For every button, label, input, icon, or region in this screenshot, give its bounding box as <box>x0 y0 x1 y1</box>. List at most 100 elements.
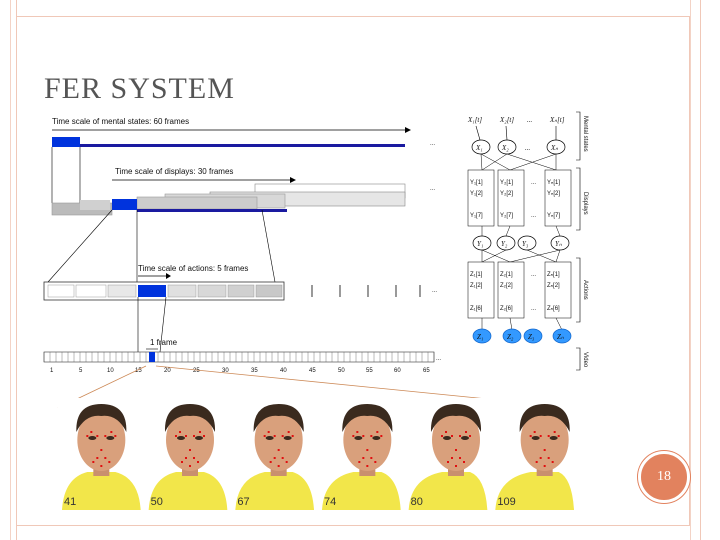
tick-label: 50 <box>338 368 345 374</box>
tracking-point <box>547 435 550 437</box>
tracking-point <box>114 435 117 437</box>
edge <box>555 249 561 263</box>
z-node-label: Z₁ <box>477 333 483 341</box>
mental-arrowhead <box>405 127 411 133</box>
tracking-point <box>92 461 95 463</box>
shirt <box>322 472 401 510</box>
tracking-point <box>366 449 369 451</box>
left-eye <box>531 436 540 440</box>
action-cell: Z₂[6] <box>500 306 513 312</box>
action-highlight <box>138 285 166 297</box>
edge <box>481 249 511 263</box>
display-col <box>497 169 525 227</box>
face-frame: 50 <box>148 404 228 510</box>
tracking-point <box>366 465 369 467</box>
connector <box>47 209 113 283</box>
slide-title: FER SYSTEM <box>44 72 235 105</box>
action-cell <box>227 284 255 298</box>
side-label-actions: Actions <box>582 280 588 300</box>
tracking-point <box>100 449 103 451</box>
tracking-point <box>362 435 365 437</box>
tracking-point <box>193 457 195 459</box>
display-arrowhead <box>290 177 296 183</box>
tick-label: 45 <box>309 368 316 374</box>
bracket <box>576 167 581 231</box>
action-cell: Z₁[2] <box>470 283 483 289</box>
face-frame-label: 50 <box>151 496 163 508</box>
face-frame-label: 80 <box>411 496 423 508</box>
tracking-point <box>185 457 187 459</box>
tracking-point <box>370 457 373 459</box>
frame-highlight <box>149 352 155 362</box>
right-frame-line <box>690 0 691 540</box>
tracking-point <box>445 431 447 433</box>
action-cell: Z₁[6] <box>470 306 483 312</box>
action-ellipsis: ... <box>531 306 536 312</box>
mental-bar <box>80 144 405 147</box>
tracking-point <box>104 457 107 459</box>
head <box>77 409 126 471</box>
tracking-point <box>447 461 449 463</box>
left-frame-line <box>10 0 11 540</box>
tracking-point <box>185 435 187 437</box>
frame-label: 1 frame <box>150 338 178 347</box>
display-cell: Y₁[1] <box>470 180 483 186</box>
head <box>343 409 392 471</box>
frame-ruler <box>43 351 435 363</box>
tracking-point <box>543 465 546 467</box>
head <box>254 409 303 471</box>
edge <box>480 153 483 171</box>
tracking-point <box>455 449 457 451</box>
action-scale-label: Time scale of actions: 5 frames <box>138 264 248 273</box>
frame-ellipsis: ... <box>436 356 441 362</box>
left-eye <box>177 436 185 440</box>
action-cell <box>197 284 227 298</box>
edge <box>481 249 507 263</box>
edge <box>480 153 511 171</box>
tracking-point <box>535 461 538 463</box>
tracking-point <box>199 431 201 433</box>
shirt <box>495 472 574 510</box>
tracking-point <box>459 435 461 437</box>
tracking-point <box>370 435 373 437</box>
tracking-point <box>285 461 288 463</box>
x-node-label: X₁ <box>475 144 483 152</box>
edge <box>481 153 508 171</box>
action-ellipsis: ... <box>432 288 437 294</box>
tracking-point <box>267 431 270 433</box>
left-eye <box>443 436 451 440</box>
edge <box>509 153 557 171</box>
display-cell: Y₂[1] <box>500 180 513 186</box>
hair <box>253 404 304 432</box>
tracking-point <box>110 431 113 433</box>
action-cell <box>107 284 137 298</box>
timeline-panel: Time scale of mental states: 60 frames .… <box>43 117 441 374</box>
tick-label: 5 <box>79 368 83 374</box>
x-node-ellipsis: ... <box>525 144 531 152</box>
tracking-point <box>533 431 536 433</box>
face-strip-bg <box>58 398 578 510</box>
edge <box>555 317 563 331</box>
tracking-point <box>376 431 379 433</box>
x-top-label: X₁[t] <box>467 116 482 124</box>
mental-ellipsis: ... <box>430 141 435 147</box>
tracking-point <box>451 435 453 437</box>
action-col <box>544 261 572 319</box>
action-cell: Zₙ[1] <box>547 272 560 278</box>
action-cell: Zₙ[2] <box>547 283 560 289</box>
y-node-label: Y₁ <box>477 240 483 248</box>
tick-label: 20 <box>164 368 171 374</box>
page-number-badge: 18 <box>638 451 690 503</box>
face-frame: 109 <box>495 404 574 510</box>
bracket <box>576 347 581 371</box>
connector <box>261 209 276 283</box>
tracking-point <box>463 461 465 463</box>
display-col <box>544 169 572 227</box>
z-node-label: Z₂ <box>507 333 514 341</box>
edge <box>526 249 557 263</box>
face-frame-label: 74 <box>324 496 336 508</box>
display-cell: Y₂[2] <box>500 191 513 197</box>
z-node <box>552 328 572 344</box>
tracking-point <box>281 435 284 437</box>
